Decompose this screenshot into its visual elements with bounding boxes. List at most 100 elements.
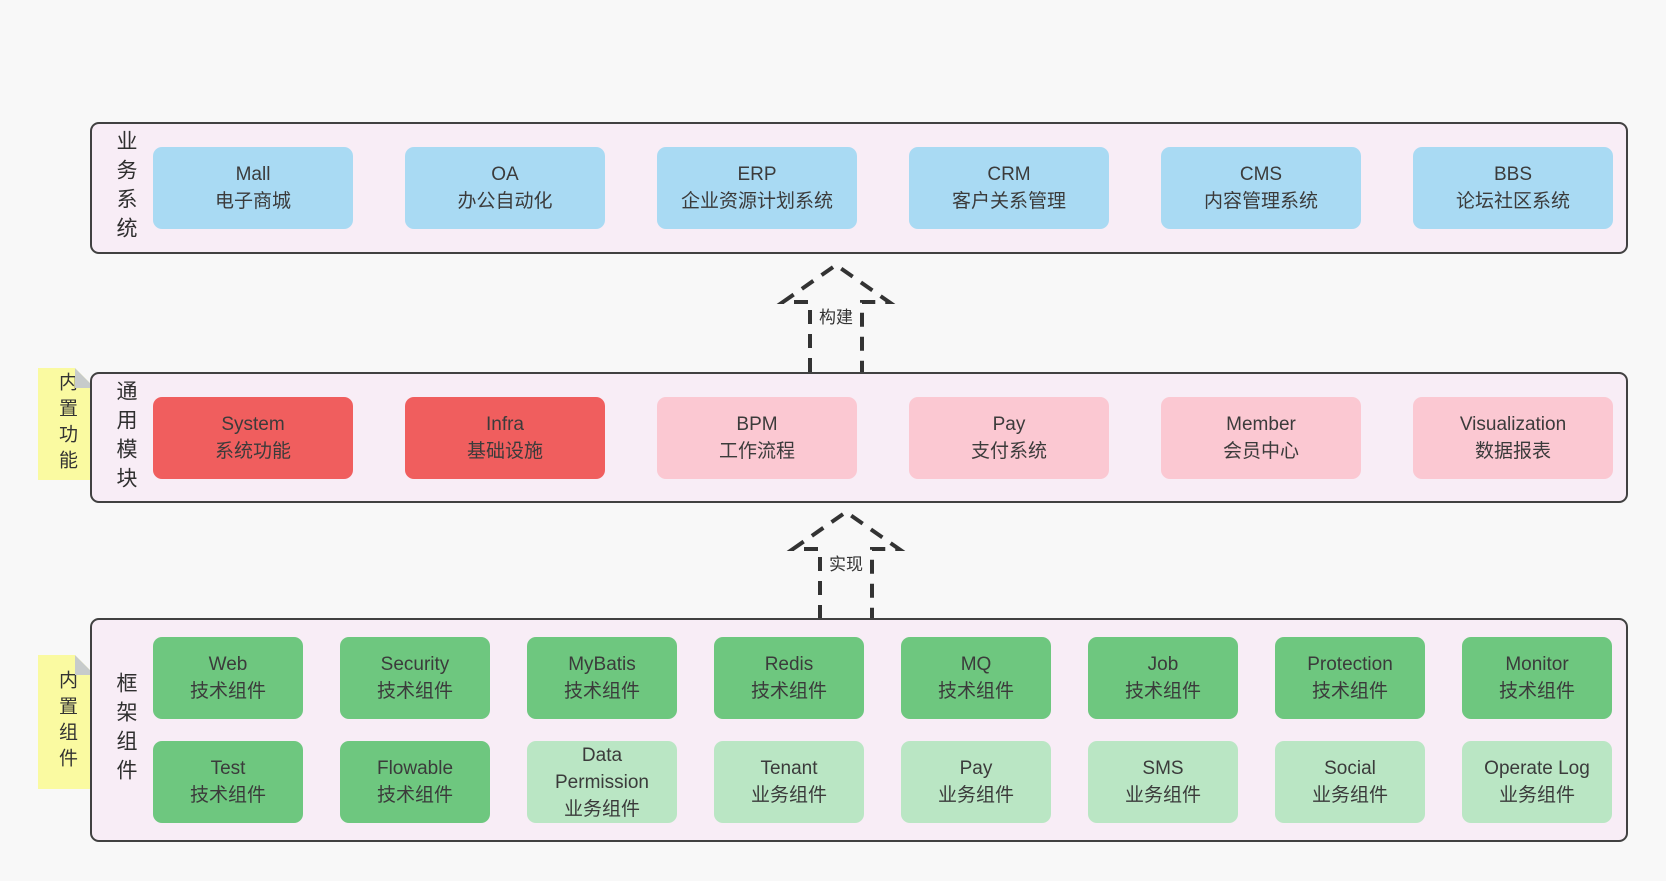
box-title: Pay — [992, 413, 1026, 435]
box-operate-log: Operate Log 业务组件 — [1462, 741, 1612, 823]
box-web: Web 技术组件 — [153, 637, 303, 719]
box-sms: SMS 业务组件 — [1088, 741, 1238, 823]
box-subtitle: 技术组件 — [376, 785, 453, 806]
box-subtitle: 论坛社区系统 — [1455, 191, 1570, 212]
box-subtitle: 技术组件 — [937, 681, 1014, 702]
box-subtitle: 技术组件 — [750, 681, 827, 702]
box-subtitle: 工作流程 — [718, 440, 795, 462]
box-subtitle: 客户关系管理 — [951, 191, 1066, 212]
box-subtitle: 办公自动化 — [457, 191, 553, 212]
box-subtitle: 技术组件 — [1311, 681, 1388, 702]
box-mq: MQ 技术组件 — [901, 637, 1051, 719]
box-title: Data Permission — [555, 744, 649, 793]
box-title: MQ — [960, 654, 992, 675]
builtin-components-note-text: 内置组件 — [56, 670, 77, 774]
box-oa: OA 办公自动化 — [405, 147, 605, 229]
box-tenant: Tenant 业务组件 — [714, 741, 864, 823]
box-security: Security 技术组件 — [340, 637, 490, 719]
box-subtitle: 技术组件 — [376, 681, 453, 702]
box-test: Test 技术组件 — [153, 741, 303, 823]
dashed-up-arrow-icon — [776, 262, 896, 372]
box-title: Infra — [485, 413, 525, 435]
box-mall: Mall 电子商城 — [153, 147, 353, 229]
box-title: SMS — [1142, 758, 1184, 779]
box-title: System — [221, 413, 285, 435]
box-title: Flowable — [376, 758, 454, 779]
box-subtitle: 系统功能 — [214, 440, 291, 462]
box-subtitle: 业务组件 — [1498, 785, 1575, 806]
business-systems-band: 业务系统 Mall 电子商城 OA 办公自动化 ERP 企业资源计划系统 CRM… — [90, 122, 1628, 254]
biz-components-row: Test 技术组件 Flowable 技术组件 Data Permission … — [153, 741, 1612, 823]
box-title: Job — [1147, 654, 1179, 675]
builtin-features-note: 内置功能 — [38, 368, 95, 480]
box-title: Test — [210, 758, 246, 779]
box-title: CRM — [987, 164, 1031, 185]
box-title: Tenant — [760, 758, 818, 779]
box-title: Member — [1226, 413, 1296, 435]
box-subtitle: 技术组件 — [563, 681, 640, 702]
box-title: OA — [491, 164, 519, 185]
common-modules-boxes: System 系统功能 Infra 基础设施 BPM 工作流程 Pay 支付系统… — [153, 396, 1613, 479]
box-redis: Redis 技术组件 — [714, 637, 864, 719]
box-subtitle: 技术组件 — [189, 785, 266, 806]
framework-components-label: 框架组件 — [114, 672, 137, 788]
box-title: Web — [208, 654, 248, 675]
box-bpm: BPM 工作流程 — [657, 396, 857, 479]
box-subtitle: 数据报表 — [1474, 440, 1551, 462]
box-title: ERP — [737, 164, 777, 185]
box-erp: ERP 企业资源计划系统 — [657, 147, 857, 229]
box-subtitle: 业务组件 — [937, 785, 1014, 806]
box-subtitle: 业务组件 — [750, 785, 827, 806]
box-cms: CMS 内容管理系统 — [1161, 147, 1361, 229]
box-subtitle: 内容管理系统 — [1203, 191, 1318, 212]
box-title: CMS — [1239, 164, 1283, 185]
box-subtitle: 技术组件 — [1498, 681, 1575, 702]
common-modules-band: 通用模块 System 系统功能 Infra 基础设施 BPM 工作流程 Pay… — [90, 372, 1628, 503]
box-mybatis: MyBatis 技术组件 — [527, 637, 677, 719]
box-subtitle: 技术组件 — [1124, 681, 1201, 702]
box-subtitle: 企业资源计划系统 — [680, 191, 833, 212]
box-title: BBS — [1493, 164, 1533, 185]
framework-components-band: 框架组件 Web 技术组件 Security 技术组件 MyBatis 技术组件… — [90, 618, 1628, 842]
dashed-up-arrow-icon — [786, 509, 906, 619]
box-data-permission: Data Permission 业务组件 — [527, 741, 677, 823]
box-title: Mall — [235, 164, 271, 185]
box-social: Social 业务组件 — [1275, 741, 1425, 823]
box-title: Redis — [764, 654, 814, 675]
box-subtitle: 电子商城 — [214, 191, 291, 212]
box-title: Security — [380, 654, 450, 675]
box-protection: Protection 技术组件 — [1275, 637, 1425, 719]
implement-arrow-label: 实现 — [823, 549, 869, 576]
box-pay-module: Pay 支付系统 — [909, 396, 1109, 479]
box-title: Visualization — [1459, 413, 1567, 435]
common-modules-label: 通用模块 — [114, 379, 137, 496]
box-system: System 系统功能 — [153, 396, 353, 479]
box-title: Protection — [1307, 654, 1393, 675]
business-systems-boxes: Mall 电子商城 OA 办公自动化 ERP 企业资源计划系统 CRM 客户关系… — [153, 147, 1613, 229]
box-pay-component: Pay 业务组件 — [901, 741, 1051, 823]
box-title: Operate Log — [1484, 758, 1590, 779]
builtin-features-note-text: 内置功能 — [56, 372, 77, 476]
box-member: Member 会员中心 — [1161, 396, 1361, 479]
box-job: Job 技术组件 — [1088, 637, 1238, 719]
tech-components-row: Web 技术组件 Security 技术组件 MyBatis 技术组件 Redi… — [153, 637, 1612, 719]
box-monitor: Monitor 技术组件 — [1462, 637, 1612, 719]
box-subtitle: 业务组件 — [563, 798, 640, 820]
framework-components-rows: Web 技术组件 Security 技术组件 MyBatis 技术组件 Redi… — [153, 637, 1612, 823]
box-subtitle: 技术组件 — [189, 681, 266, 702]
box-subtitle: 业务组件 — [1311, 785, 1388, 806]
box-subtitle: 基础设施 — [466, 440, 543, 462]
box-visualization: Visualization 数据报表 — [1413, 396, 1613, 479]
build-arrow-label: 构建 — [813, 302, 859, 329]
builtin-components-note: 内置组件 — [38, 655, 95, 789]
box-title: MyBatis — [568, 654, 636, 675]
box-subtitle: 会员中心 — [1222, 440, 1299, 462]
box-title: Pay — [959, 758, 993, 779]
box-title: Social — [1324, 758, 1376, 779]
box-infra: Infra 基础设施 — [405, 396, 605, 479]
box-flowable: Flowable 技术组件 — [340, 741, 490, 823]
business-systems-label: 业务系统 — [114, 130, 137, 246]
implement-arrow: 实现 — [771, 505, 921, 619]
box-title: BPM — [736, 413, 778, 435]
